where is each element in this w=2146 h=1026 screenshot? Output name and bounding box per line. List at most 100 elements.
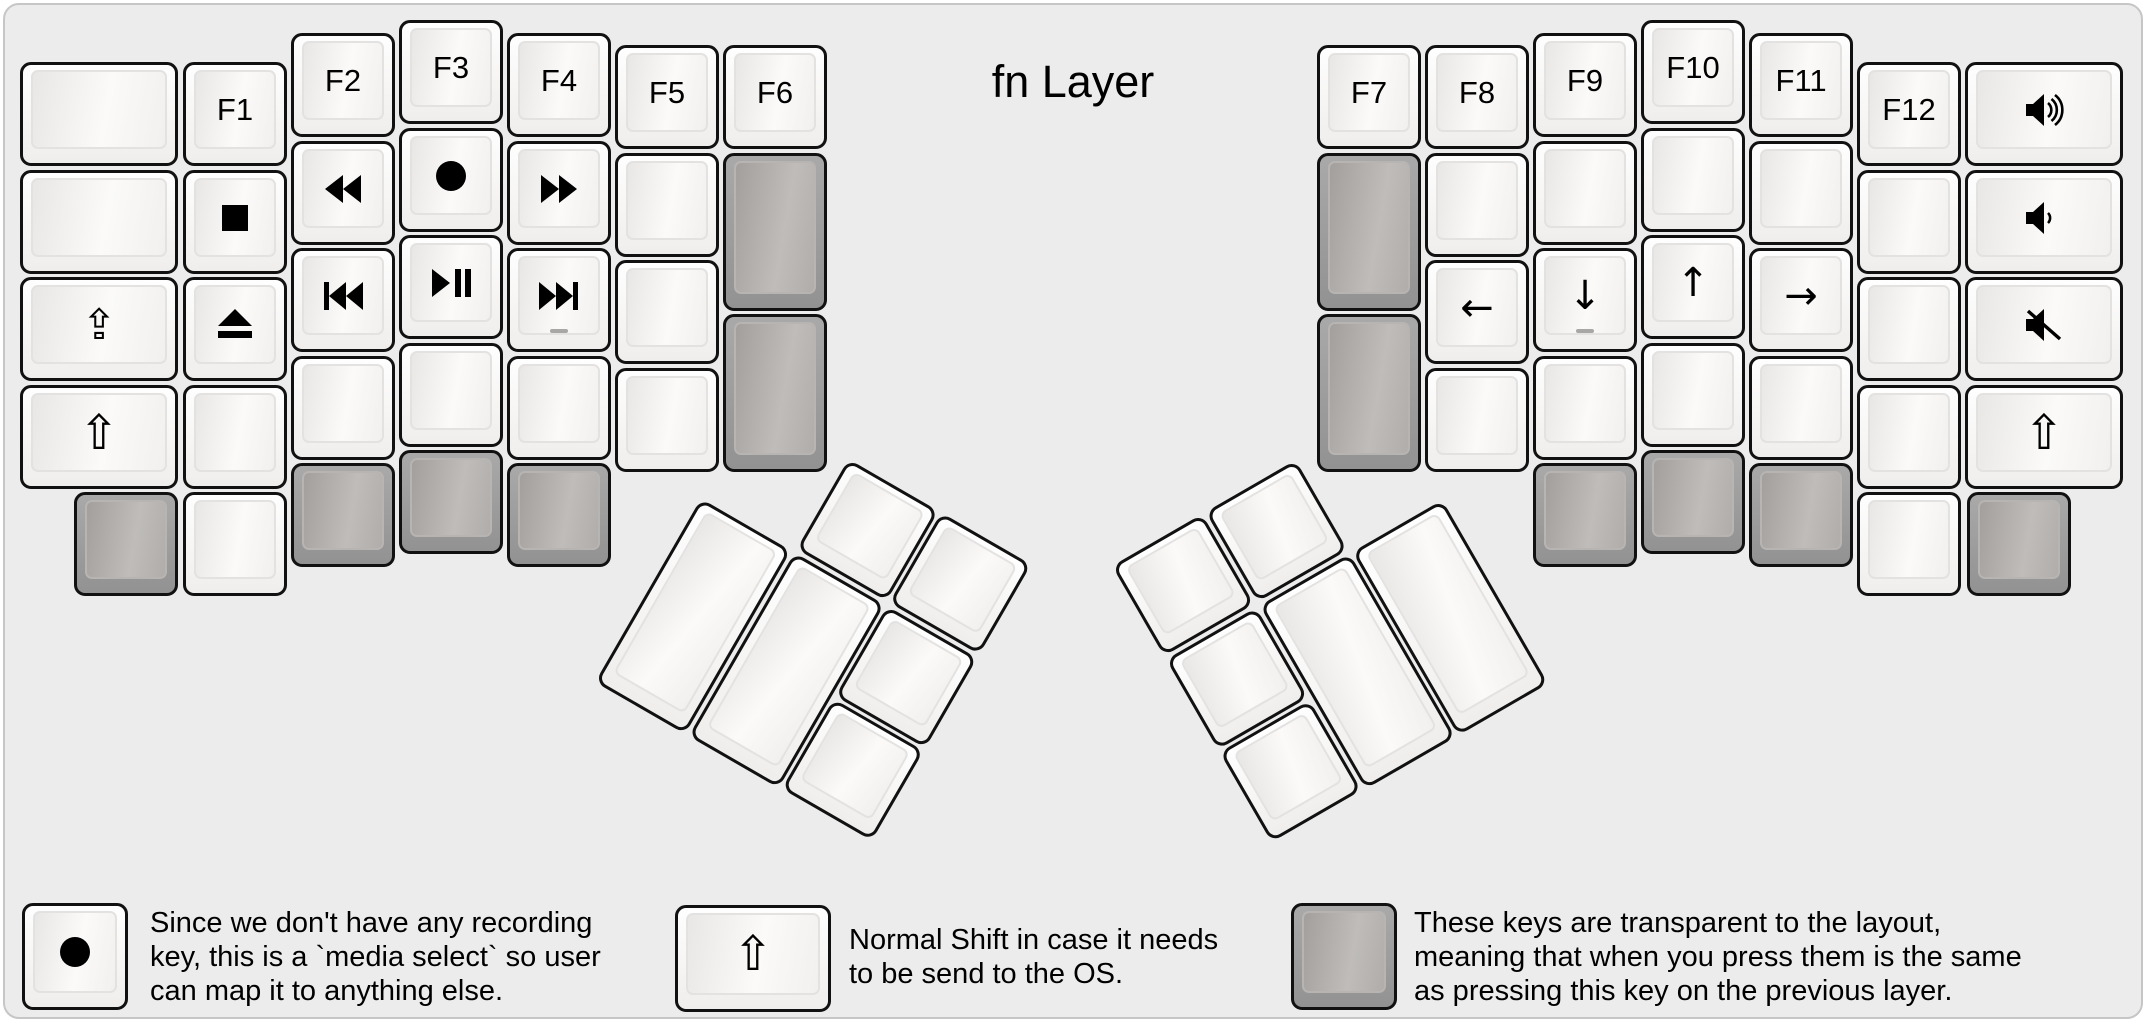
keycap: F2 (302, 41, 384, 120)
shift-icon: ⇧ (2023, 404, 2065, 461)
key-blank (615, 260, 719, 364)
key-volume-up (1965, 62, 2123, 166)
key-f5: F5 (615, 45, 719, 149)
rewind-icon (319, 171, 367, 207)
legend-line: to be send to the OS. (849, 958, 1124, 990)
key-blank (615, 153, 719, 257)
keycap (626, 161, 708, 240)
key-blank (183, 385, 287, 489)
key-f7: F7 (1317, 45, 1421, 149)
key-f4: F4 (507, 33, 611, 137)
key-label: F8 (1458, 74, 1496, 110)
legend-line: key, this is a `media select` so user (150, 941, 601, 973)
page-title: fn Layer (991, 56, 1155, 107)
keycap: ⇧ (686, 913, 820, 995)
keycap (1302, 911, 1386, 993)
keycap (410, 351, 492, 430)
key-f6: F6 (723, 45, 827, 149)
key-shift-right: ⇧ (1965, 385, 2123, 489)
key-blank (1857, 385, 1961, 489)
key-prev-track (291, 248, 395, 352)
key-blank (1641, 128, 1745, 232)
keycap (31, 178, 167, 257)
key-caps-lock: ⇪ (20, 277, 178, 381)
key-next-track (507, 248, 611, 352)
shift-icon: ⇧ (78, 404, 120, 461)
keycap (33, 911, 117, 993)
keycap (1760, 471, 1842, 550)
shift-icon: ⇧ (732, 926, 774, 982)
keycap (518, 364, 600, 443)
key-transparent (1317, 153, 1421, 311)
keycap: F7 (1328, 53, 1410, 132)
keycap (1436, 161, 1518, 240)
key-arrow-up: ↑ (1641, 235, 1745, 339)
key-stop (183, 170, 287, 274)
fast-forward-icon (535, 171, 583, 207)
key-label: F9 (1566, 62, 1604, 98)
key-blank (1533, 141, 1637, 245)
keycap (194, 285, 276, 364)
key-transparent (507, 463, 611, 567)
key-blank (291, 356, 395, 460)
keycap (518, 256, 600, 335)
key-rewind (291, 141, 395, 245)
arrow-left-icon: ← (1460, 284, 1494, 331)
keycap (410, 243, 492, 322)
legend-line: Since we don't have any recording (150, 907, 593, 939)
keycap: F8 (1436, 53, 1518, 132)
keycap: F1 (194, 70, 276, 149)
key-label: F3 (432, 49, 470, 85)
keycap (1978, 500, 2060, 579)
keycap (1436, 376, 1518, 455)
key-blank (1425, 153, 1529, 257)
key-volume-down (1965, 170, 2123, 274)
legend-line: can map it to anything else. (150, 975, 504, 1007)
key-transparent (291, 463, 395, 567)
keycap (1976, 70, 2112, 149)
key-transparent (1533, 463, 1637, 567)
keycap (1652, 458, 1734, 537)
caps-lock-icon: ⇪ (81, 299, 117, 349)
keycap (1868, 393, 1950, 472)
homing-bar (1576, 329, 1594, 333)
legend-line: Normal Shift in case it needs (849, 924, 1219, 956)
keycap (85, 500, 167, 579)
keycap (302, 149, 384, 228)
keycap: F5 (626, 53, 708, 132)
keycap (518, 149, 600, 228)
keycap: F3 (410, 28, 492, 107)
keycap: F11 (1760, 41, 1842, 120)
key-blank (1749, 356, 1853, 460)
keycap (1328, 322, 1410, 455)
keycap (31, 70, 167, 149)
prev-track-icon (319, 278, 367, 314)
record-icon (51, 934, 99, 970)
key-f11: F11 (1749, 33, 1853, 137)
keycap: F12 (1868, 70, 1950, 149)
keycap (1868, 285, 1950, 364)
keycap (1544, 149, 1626, 228)
legend-shift-text: Normal Shift in case it needs to be send… (849, 923, 1218, 991)
key-transparent (1967, 492, 2071, 596)
key-blank (1425, 368, 1529, 472)
key-arrow-right: → (1749, 248, 1853, 352)
key-transparent (74, 492, 178, 596)
keycap (1976, 285, 2112, 364)
keycap (626, 376, 708, 455)
keycap (1544, 471, 1626, 550)
keycap (1760, 149, 1842, 228)
arrow-down-icon: ↓ (1568, 272, 1602, 319)
key-blank (615, 368, 719, 472)
key-label: F10 (1666, 49, 1720, 85)
arrow-right-icon: → (1784, 272, 1818, 319)
keycap: F9 (1544, 41, 1626, 120)
key-blank (20, 62, 178, 166)
legend-transparent-text: These keys are transparent to the layout… (1414, 906, 2022, 1008)
vol-down-icon (2020, 200, 2068, 236)
keycap: ↓ (1544, 256, 1626, 335)
arrow-up-icon: ↑ (1676, 259, 1710, 306)
key-label: F2 (324, 62, 362, 98)
legend-transparent-key-sample (1291, 903, 1397, 1010)
key-record (399, 128, 503, 232)
